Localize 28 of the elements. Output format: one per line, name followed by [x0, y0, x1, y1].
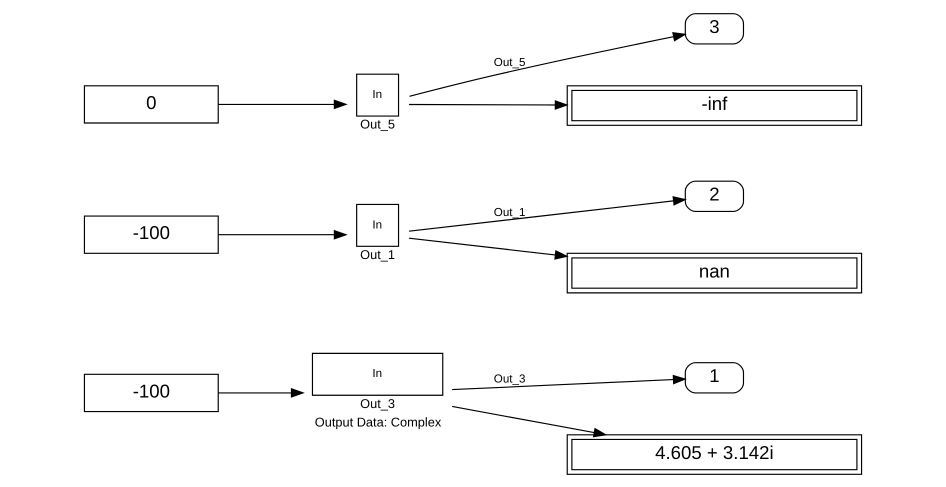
arrow: [452, 405, 608, 437]
node-label: Out_3: [360, 395, 395, 410]
node-box: 4.605 + 3.142i: [566, 434, 862, 474]
edge-label: Out_1: [494, 206, 526, 219]
node-box: 0: [84, 84, 219, 124]
arrow: [408, 237, 569, 260]
node-box: -100: [84, 373, 219, 412]
arrow: [409, 100, 569, 110]
node-box: -inf: [566, 84, 862, 126]
node-box: In: [356, 73, 400, 116]
node-box: 1: [684, 362, 744, 393]
edge-label: Out_3: [494, 372, 526, 385]
node-label: Out_1: [360, 246, 395, 262]
node-box: In: [312, 352, 444, 396]
arrow: [218, 388, 305, 398]
arrow: [218, 229, 348, 240]
node-label: Output Data: Complex: [314, 414, 442, 429]
edge-label: Out_5: [494, 56, 526, 69]
arrow: [408, 196, 687, 232]
node-box: nan: [566, 252, 862, 293]
arrow: [218, 99, 348, 109]
node-box: 3: [684, 12, 744, 44]
arrow: [452, 374, 687, 390]
arrow: [409, 32, 687, 96]
node-label: Out_5: [360, 116, 395, 132]
node-box: -100: [84, 215, 219, 254]
node-box: 2: [684, 180, 744, 212]
node-box: In: [356, 203, 400, 246]
